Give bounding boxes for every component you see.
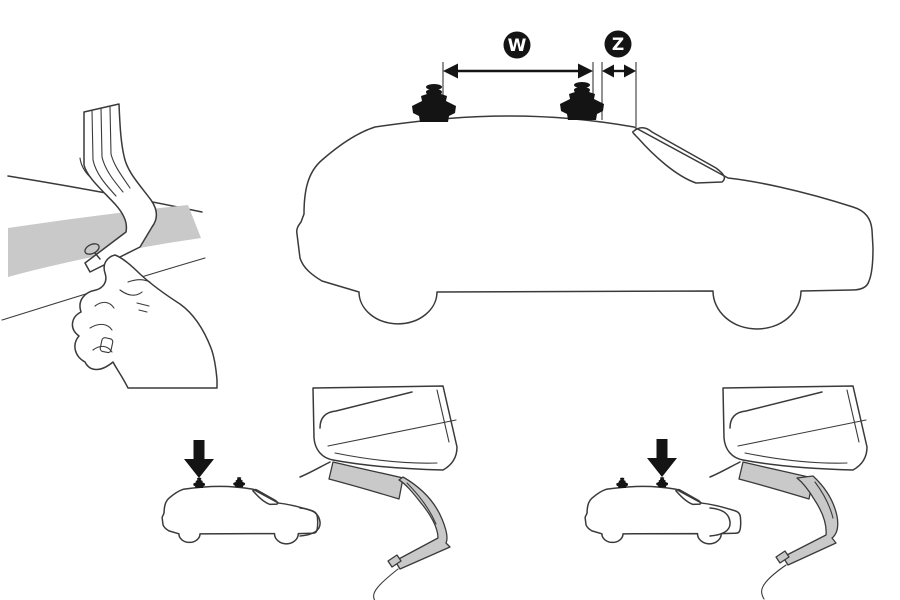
dimension-z-badge: Z [604,30,632,58]
fitting-bracket-rear [373,476,451,600]
w-badge-label: W [508,36,527,56]
thumb-line [119,289,143,296]
bracket-rib-3 [109,106,131,189]
fastener-pin [84,243,101,260]
fastener-head [84,243,100,255]
fastener-stem [94,252,101,260]
finger-crease-2 [89,323,113,331]
bracket-claw-tab [775,550,790,564]
thumbnail [99,337,114,354]
bracket-band [782,475,839,566]
small-car-rear-mount [162,477,318,544]
front-mount-down-arrow [647,439,677,477]
dimension-w-arrow [443,63,593,79]
panel-front-mount-position [585,385,868,600]
rear-door-frame-detail [299,385,458,600]
bracket-band-inner-line [814,481,834,519]
knuckle-dash-1 [136,302,150,307]
bracket-claw-tab [387,554,402,568]
rear-mount-down-arrow [184,440,214,478]
panel-car-dimensions: W Z [297,30,873,330]
panel-rear-mount-position [162,385,458,600]
bracket-band-inner-line [406,482,437,525]
dimension-w-badge: W [503,31,531,59]
small-car-front-mount [585,477,741,544]
bracket-band [394,476,451,570]
z-badge-label: Z [612,35,624,55]
mounting-bracket [79,103,158,273]
hand [71,254,218,389]
bracket-bend-mark [79,157,91,178]
z-badge-circle [604,30,632,58]
knuckle-dash-2 [138,309,148,313]
bracket-rib-1 [91,109,117,197]
dimension-annotations: W Z [442,30,637,127]
bracket-rib-2 [100,107,124,193]
main-car-side-view [297,82,873,329]
finger-crease-1 [94,301,115,309]
dimension-z-arrow [602,64,636,78]
panel-bracket-hand [1,103,218,389]
front-door-frame-detail [709,385,868,600]
fitting-bracket-front [761,475,839,600]
bracket-wire [373,568,399,600]
pinch-crease [127,279,151,283]
bracket-wire [761,564,787,600]
hand-outline [71,254,218,389]
w-badge-circle [503,31,531,59]
